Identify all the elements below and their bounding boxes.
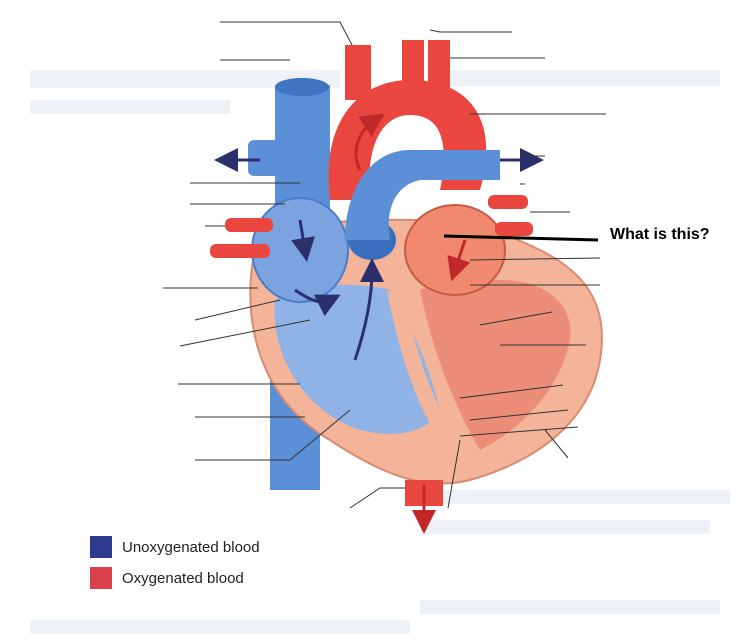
legend-oxygenated: Oxygenated blood: [90, 567, 244, 589]
left-pulmonary-vein: [495, 222, 533, 236]
question-label: What is this?: [610, 226, 710, 244]
left-atrium: [405, 205, 505, 295]
brachiocephalic-artery: [345, 45, 371, 100]
left-subclavian-artery: [428, 40, 450, 90]
left-pulmonary-vein: [488, 195, 528, 209]
unoxygenated-swatch: [90, 536, 112, 558]
left-common-carotid-artery: [402, 40, 424, 90]
unoxygenated-label: Unoxygenated blood: [122, 539, 260, 556]
oxygenated-swatch: [90, 567, 112, 589]
right-pulmonary-vein: [210, 244, 270, 258]
right-pulmonary-vein: [225, 218, 273, 232]
right-pulmonary-artery: [248, 140, 288, 176]
oxygenated-label: Oxygenated blood: [122, 570, 244, 587]
legend-unoxygenated: Unoxygenated blood: [90, 536, 260, 558]
